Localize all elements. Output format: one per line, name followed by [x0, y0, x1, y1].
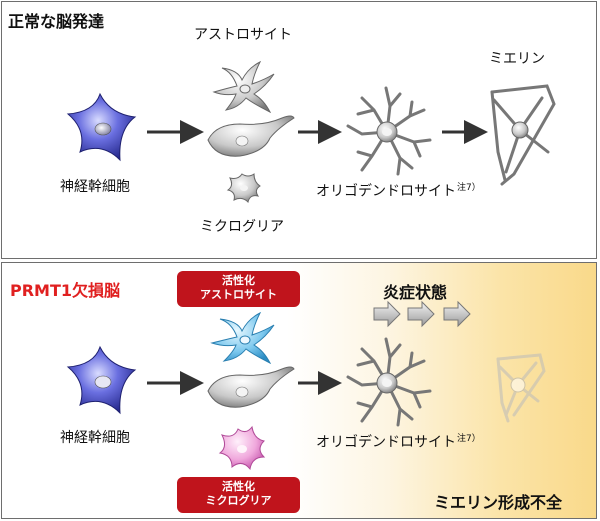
- prmt1-deficient-panel: PRMT1欠損脳 活性化 アストロサイト 炎症状態 神経幹細胞 オリゴデンドロサ…: [1, 262, 597, 519]
- inflammation-arrow-1: [373, 300, 401, 328]
- badge-line-1: 活性化: [222, 480, 255, 493]
- oligodendrocyte-icon: [346, 86, 432, 176]
- oligodendrocyte-label-text: オリゴデンドロサイト: [316, 434, 456, 451]
- note-label: 注7）: [457, 183, 481, 193]
- oligodendrocyte-label-text: オリゴデンドロサイト: [316, 183, 456, 200]
- inflammation-arrow-3: [443, 300, 471, 328]
- neural-stem-cell-label: 神経幹細胞: [60, 430, 130, 446]
- activated-microglia-icon: [218, 425, 266, 471]
- neural-stem-cell-label: 神経幹細胞: [60, 179, 130, 195]
- oligodendrocyte-icon: [346, 337, 432, 427]
- neural-stem-cell-icon: [66, 92, 137, 162]
- normal-development-panel: 正常な脳発達 アストロサイト ミエリン 神経幹細胞 オリゴデンドロサイト注7） …: [1, 1, 597, 259]
- activated-astrocyte-icon: [210, 311, 275, 365]
- badge-line-2: アストロサイト: [200, 288, 277, 301]
- myelin-defect-label: ミエリン形成不全: [434, 493, 563, 512]
- note-label: 注7）: [457, 434, 481, 444]
- deficient-diagram-graphics: [66, 300, 546, 471]
- microglia-icon: [226, 173, 261, 203]
- badge-line-1: 活性化: [222, 274, 255, 287]
- oligodendrocyte-label: オリゴデンドロサイト注7）: [316, 431, 481, 452]
- badge-line-2: ミクログリア: [205, 494, 272, 507]
- faded-myelin-icon: [496, 353, 546, 423]
- astrocyte-icon: [212, 60, 275, 114]
- progenitor-cell-icon: [207, 115, 295, 157]
- astrocyte-label: アストロサイト: [194, 27, 292, 43]
- inflammation-arrow-2: [407, 300, 435, 328]
- panel-title: PRMT1欠損脳: [10, 281, 121, 300]
- panel-title: 正常な脳発達: [8, 12, 105, 31]
- myelin-label: ミエリン: [489, 51, 545, 67]
- neural-stem-cell-icon: [66, 345, 137, 415]
- oligodendrocyte-label: オリゴデンドロサイト注7）: [316, 180, 481, 201]
- microglia-label: ミクログリア: [200, 219, 284, 235]
- activated-microglia-badge: 活性化 ミクログリア: [177, 477, 300, 513]
- inflammation-label: 炎症状態: [383, 283, 448, 302]
- normal-diagram-graphics: [66, 60, 556, 203]
- myelin-icon: [490, 84, 556, 186]
- activated-astrocyte-badge: 活性化 アストロサイト: [177, 271, 300, 307]
- progenitor-cell-icon: [207, 366, 295, 408]
- inflammation-arrows: [373, 300, 471, 328]
